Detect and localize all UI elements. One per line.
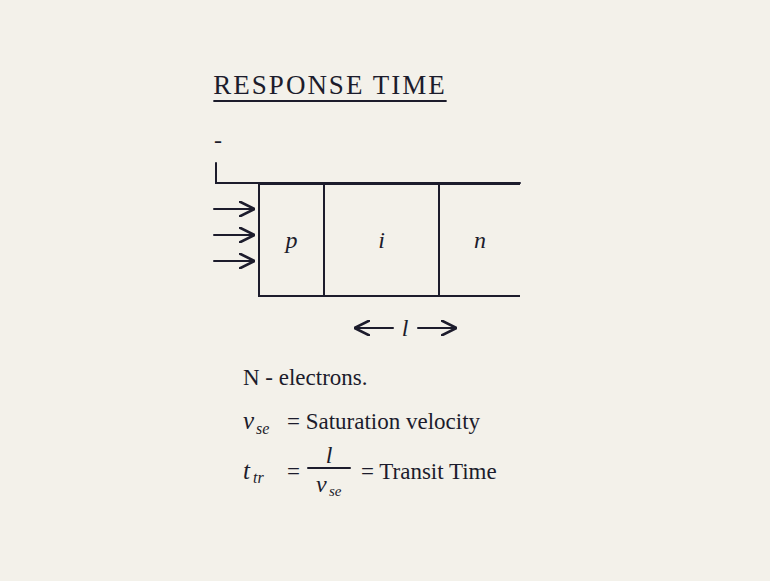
note-text: = Saturation velocity [284, 410, 483, 433]
symbol: v [313, 472, 330, 496]
subscript: tr [250, 470, 267, 486]
semiconductor-region: n [440, 183, 520, 297]
semiconductor-region: i [325, 183, 440, 297]
dimension-arrow [418, 327, 455, 329]
dimension-arrow [356, 327, 393, 329]
light-arrow [214, 208, 253, 210]
length-label: l [399, 316, 412, 340]
light-arrow [214, 260, 253, 262]
symbol: t [240, 458, 253, 483]
symbol: v [240, 408, 257, 433]
subscript: se [253, 421, 272, 437]
region-label: n [474, 228, 486, 252]
slide-title: RESPONSE TIME [0, 72, 660, 99]
polarity-sign: - [211, 128, 225, 152]
light-arrow [214, 234, 253, 236]
subscript: se [326, 484, 345, 499]
region-label: i [378, 228, 385, 252]
region-label: p [286, 228, 298, 252]
numerator: l [323, 443, 336, 467]
equals-sign: = [284, 460, 303, 483]
fraction-bar [308, 467, 350, 469]
contact-lead [216, 163, 520, 183]
note-text: N - electrons. [240, 366, 371, 389]
semiconductor-region: p [258, 183, 325, 297]
note-text: = Transit Time [358, 460, 500, 483]
